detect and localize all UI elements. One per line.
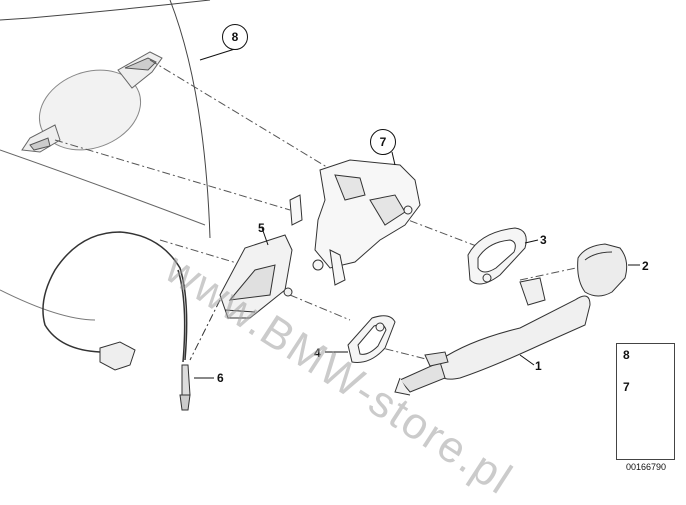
small-gasket-icon: [347, 315, 396, 363]
callout-6: 6: [217, 371, 224, 385]
handle-cap-icon: [577, 243, 628, 297]
hardware-legend-box: 8 7: [616, 343, 675, 460]
callout-3: 3: [540, 233, 547, 247]
callout-7-circle: 7: [370, 129, 396, 155]
bowden-bracket-icon: [219, 234, 293, 319]
cable-icon: [42, 231, 221, 411]
diagram-drawing: [0, 0, 673, 455]
outer-handle-icon: [394, 277, 591, 396]
catalog-number: 00166790: [626, 462, 667, 472]
handle-carrier-icon: [289, 159, 421, 286]
callout-4: 4: [314, 346, 321, 360]
gasket-icon: [467, 227, 527, 285]
callout-1: 1: [535, 359, 542, 373]
callout-5: 5: [258, 221, 265, 235]
callout-8-circle: 8: [222, 24, 248, 50]
legend-item-8: 8: [623, 348, 630, 362]
callout-2: 2: [642, 259, 649, 273]
door-outline-icon: [0, 0, 211, 321]
legend-item-7: 7: [623, 380, 630, 394]
